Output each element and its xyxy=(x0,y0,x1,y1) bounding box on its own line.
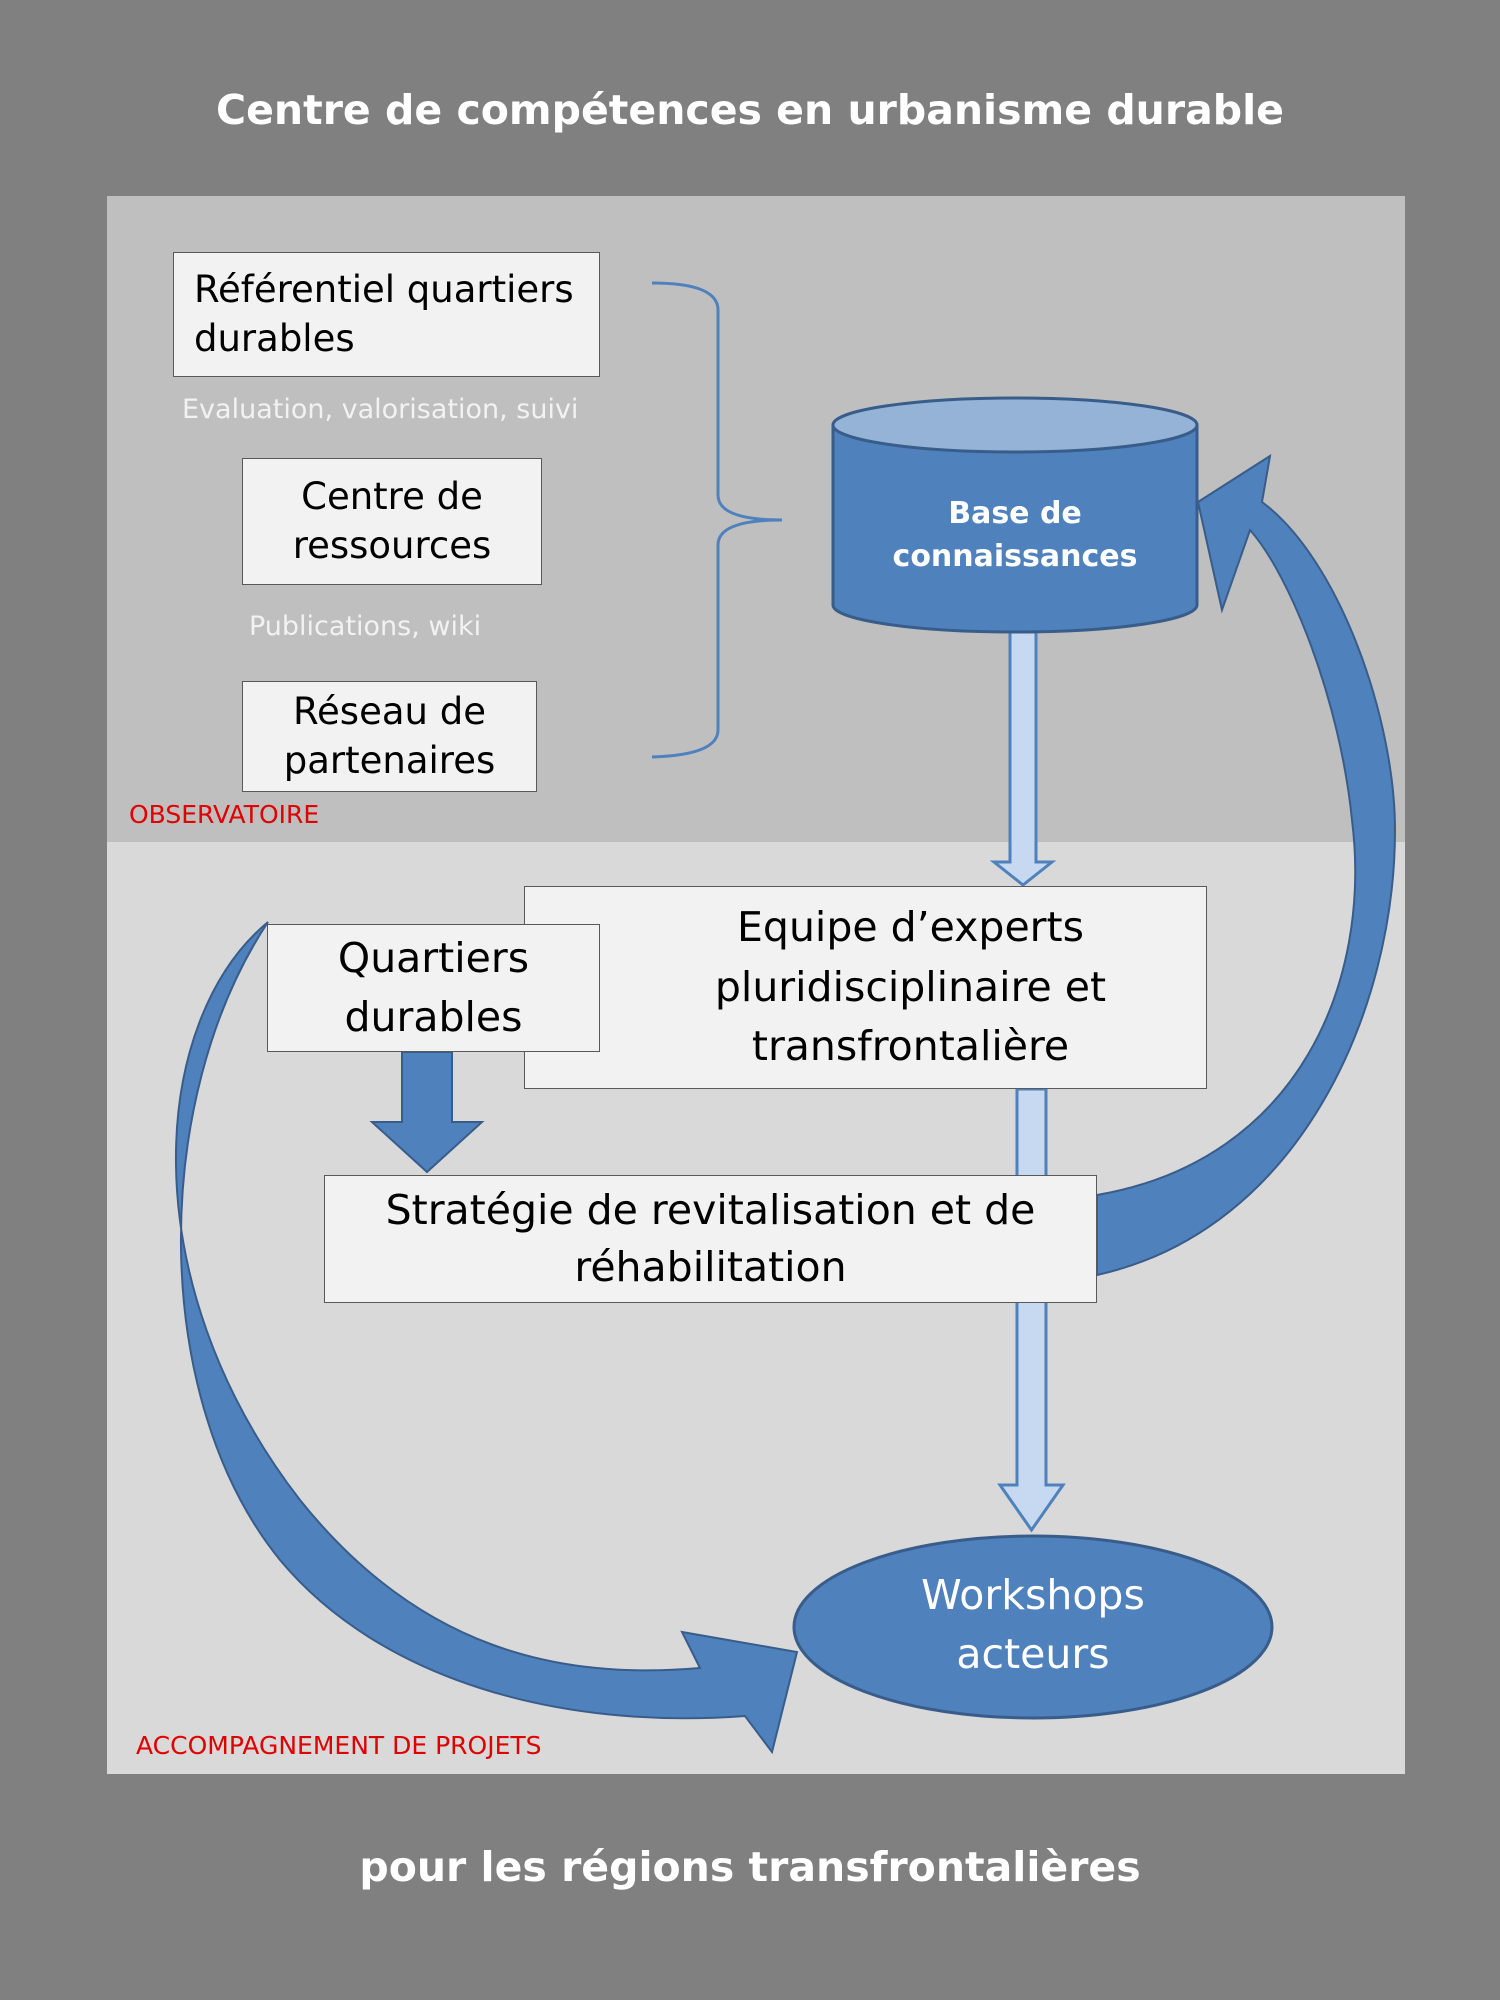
base-connaissances-text: Base de connaissances xyxy=(892,495,1138,575)
quartiers-box: Quartiers durables xyxy=(267,924,600,1052)
database-cylinder xyxy=(831,396,1199,634)
reseau-box: Réseau de partenaires xyxy=(242,681,537,792)
centre-label: Centre de ressources xyxy=(292,475,492,567)
arrow-base-to-equipe xyxy=(989,630,1057,887)
strategie-box: Stratégie de revitalisation et de réhabi… xyxy=(324,1175,1097,1303)
centre-box: Centre de ressources xyxy=(242,458,542,585)
equipe-box: Equipe d’experts pluridisciplinaire et t… xyxy=(524,886,1207,1089)
base-connaissances-label: Base de connaissances xyxy=(840,475,1190,595)
accompagnement-label: ACCOMPAGNEMENT DE PROJETS xyxy=(136,1731,542,1760)
grouping-brace xyxy=(651,281,783,759)
referentiel-box: Référentiel quartiers durables xyxy=(173,252,600,377)
curved-arrow-to-workshops xyxy=(174,921,799,1755)
arrow-equipe-to-workshops xyxy=(997,1087,1066,1533)
workshops-label: Workshops acteurs xyxy=(820,1560,1246,1690)
referentiel-label: Référentiel quartiers durables xyxy=(194,268,574,360)
reseau-label: Réseau de partenaires xyxy=(283,690,496,782)
strategie-label: Stratégie de revitalisation et de réhabi… xyxy=(385,1185,1036,1291)
arrow-quartiers-to-strategie xyxy=(369,1051,485,1174)
observatoire-label: OBSERVATOIRE xyxy=(129,800,320,829)
referentiel-caption: Evaluation, valorisation, suivi xyxy=(182,394,579,425)
equipe-label: Equipe d’experts pluridisciplinaire et t… xyxy=(714,903,1107,1071)
diagram-subtitle: pour les régions transfrontalières xyxy=(359,1843,1141,1891)
workshops-text: Workshops acteurs xyxy=(921,1570,1145,1678)
quartiers-label: Quartiers durables xyxy=(337,933,530,1041)
curved-arrow-to-base xyxy=(1096,453,1397,1277)
workshops-ellipse xyxy=(792,1534,1274,1720)
diagram-title: Centre de compétences en urbanisme durab… xyxy=(216,86,1284,134)
centre-caption: Publications, wiki xyxy=(249,611,482,642)
